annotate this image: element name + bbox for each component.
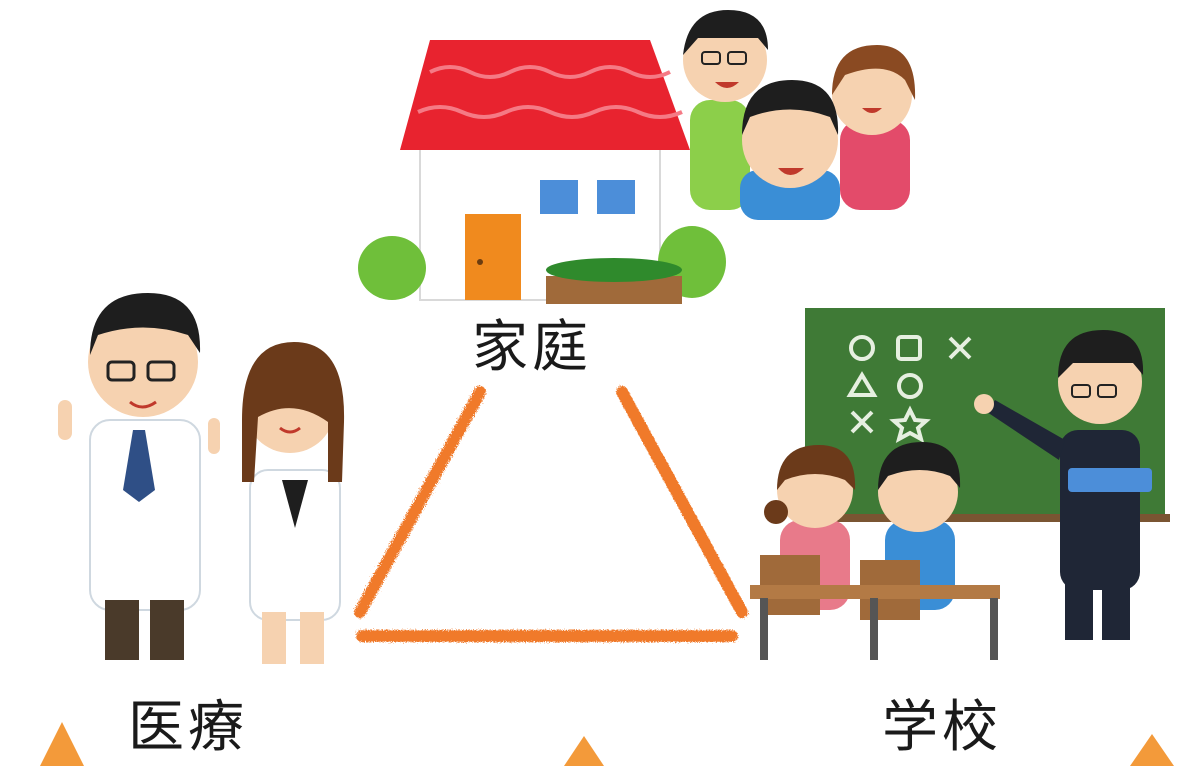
teacher-icon: [974, 330, 1152, 640]
label-medical: 医療: [128, 695, 248, 760]
cone-decorations: [40, 722, 1174, 766]
doctors-icon: [58, 293, 345, 664]
students-icon: [750, 442, 1000, 660]
label-school: 学校: [882, 695, 1002, 760]
house-icon: [358, 40, 726, 304]
family-icon: [683, 10, 916, 220]
label-home: 家庭: [472, 315, 592, 380]
triangle-shape: [354, 386, 748, 642]
